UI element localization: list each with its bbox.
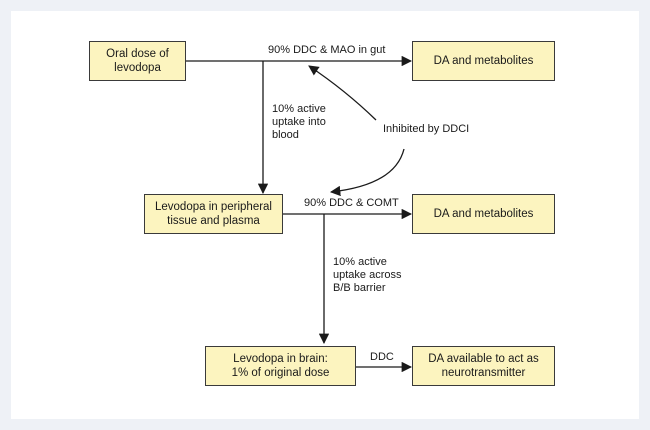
da-metabolites-gut-label: DA and metabolites [433,55,534,67]
levodopa-brain-line-1: Levodopa in brain: [233,353,328,365]
uptake-blood-line-1: 10% active [272,103,326,115]
uptake-blood-line-2: uptake into [272,116,326,128]
levodopa-brain-line-2: 1% of original dose [231,367,330,379]
da-metabolites-peripheral-label: DA and metabolites [433,208,534,220]
gut-metabolism-label: 90% DDC & MAO in gut [268,44,386,56]
oral-dose-box: Oral dose of levodopa [89,41,186,81]
levodopa-brain-box: Levodopa in brain: 1% of original dose [205,346,356,386]
brain-ddc-label: DDC [370,351,394,363]
uptake-blood-label: 10% active uptake into blood [272,103,326,142]
da-neurotransmitter-line-2: neurotransmitter [441,367,526,379]
uptake-blood-line-3: blood [272,129,299,141]
uptake-brain-line-1: 10% active [333,256,387,268]
oral-dose-line-2: levodopa [114,62,161,74]
inhibit-arrow-peripheral [329,148,405,197]
da-metabolites-gut-box: DA and metabolites [412,41,555,81]
peripheral-metabolism-label: 90% DDC & COMT [304,197,399,209]
inhibited-by-ddci-label: Inhibited by DDCI [383,123,470,135]
uptake-brain-label: 10% active uptake across B/B barrier [333,256,401,295]
da-metabolites-peripheral-box: DA and metabolites [412,194,555,234]
uptake-brain-line-3: B/B barrier [333,282,386,294]
levodopa-peripheral-box: Levodopa in peripheral tissue and plasma [144,194,283,234]
da-neurotransmitter-box: DA available to act as neurotransmitter [412,346,555,386]
inhibit-arrow-gut [308,65,377,121]
uptake-brain-line-2: uptake across [333,269,402,281]
levodopa-peripheral-line-1: Levodopa in peripheral [154,201,272,213]
da-neurotransmitter-line-1: DA available to act as [428,353,539,365]
levodopa-peripheral-line-2: tissue and plasma [167,215,260,227]
oral-dose-line-1: Oral dose of [106,48,169,60]
